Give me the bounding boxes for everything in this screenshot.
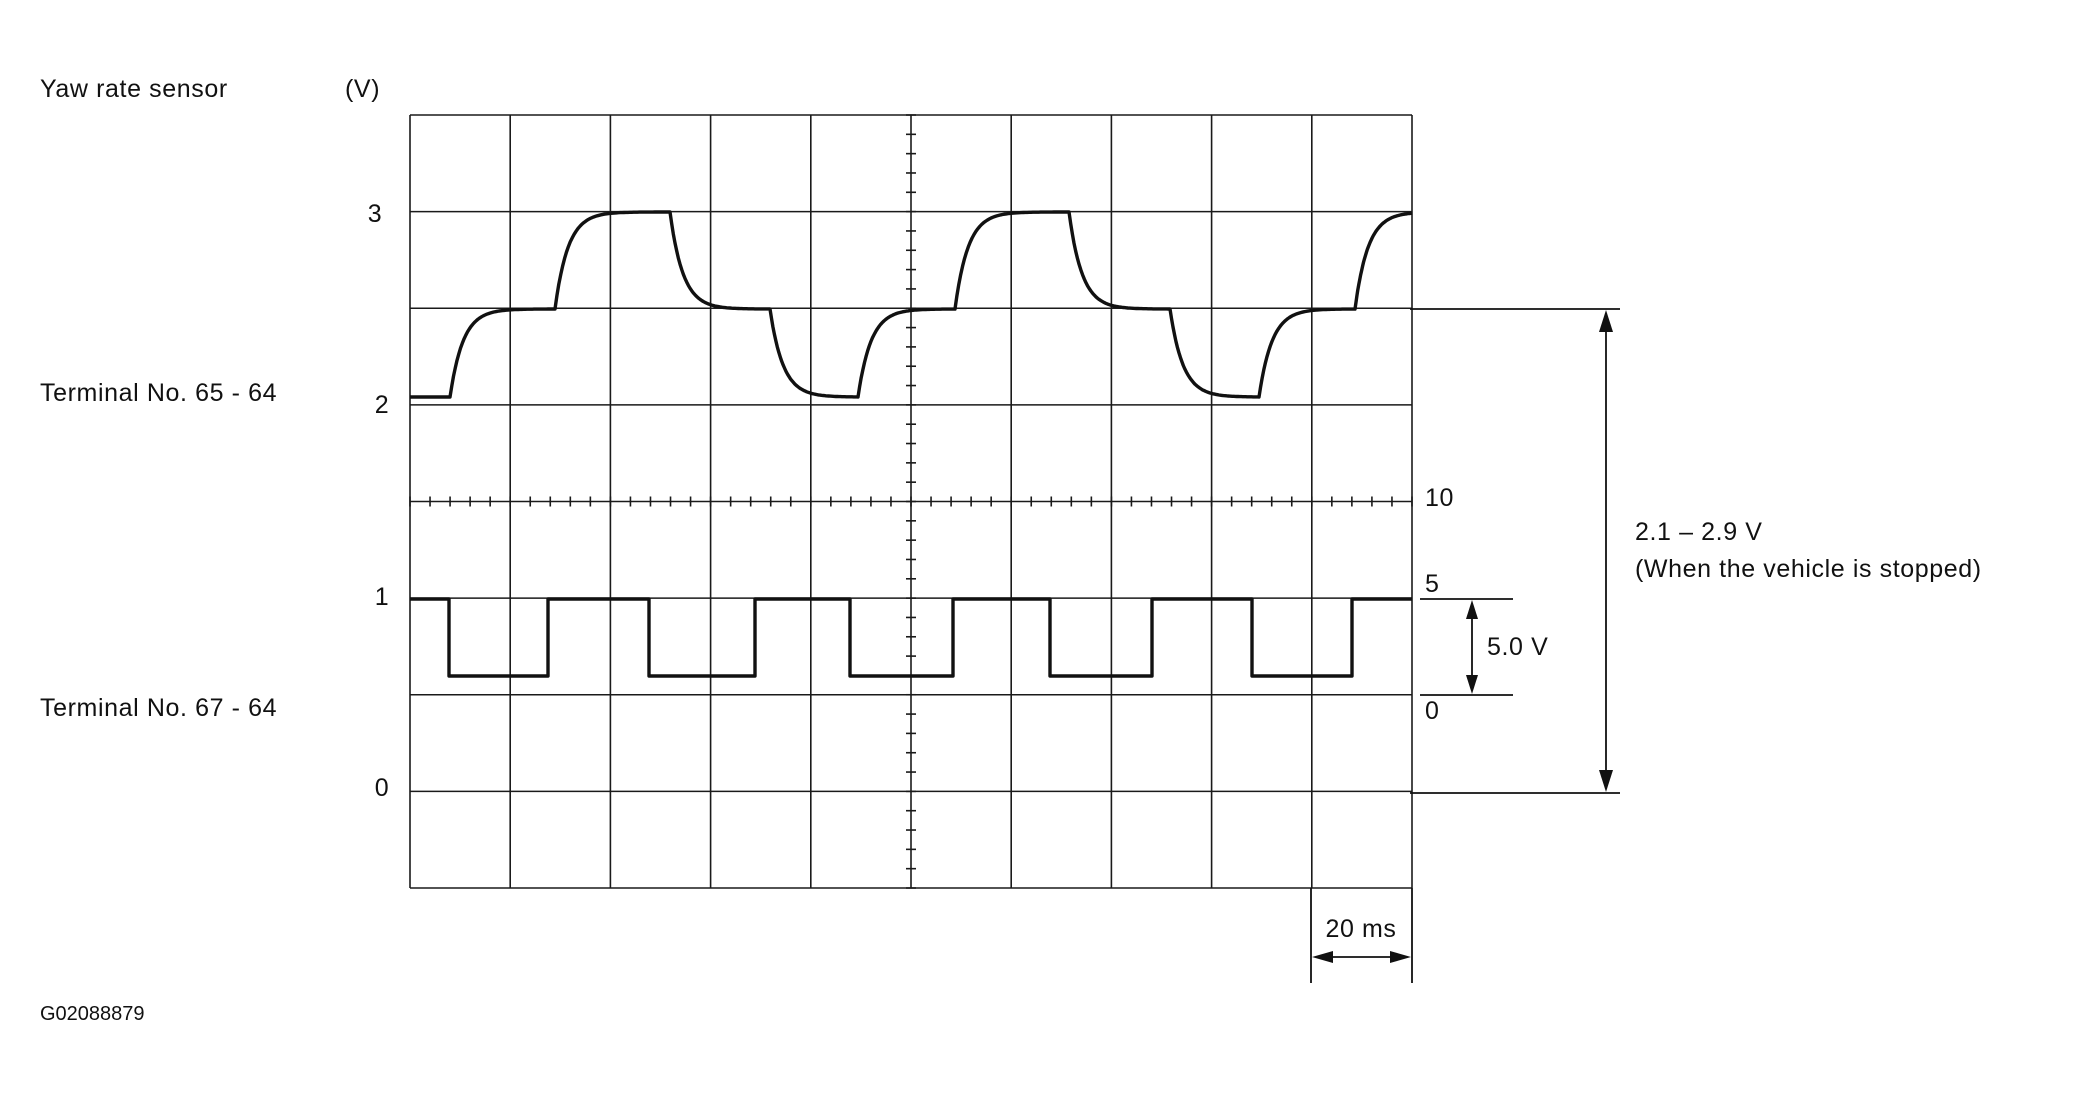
right-tick-10: 10 [1425, 484, 1454, 512]
arrow-up-icon [1466, 600, 1478, 619]
left-tick-3: 3 [368, 200, 383, 228]
range-note-label: (When the vehicle is stopped) [1635, 555, 1982, 583]
arrow-right-icon [1390, 951, 1411, 963]
left-tick-0: 0 [375, 774, 390, 802]
arrow-up-icon [1599, 310, 1613, 332]
range-dimension [1410, 308, 1620, 794]
figure-title: Yaw rate sensor [40, 75, 228, 103]
figure-id: G02088879 [40, 1003, 145, 1025]
scope-grid [409, 114, 1413, 889]
arrow-down-icon [1466, 675, 1478, 694]
amplitude-label: 5.0 V [1487, 633, 1548, 661]
left-tick-2: 2 [375, 391, 390, 419]
time-division-dimension [1310, 888, 1413, 983]
reference-square-waveform [410, 597, 1412, 678]
arrow-down-icon [1599, 770, 1613, 792]
amplitude-dimension [1420, 598, 1513, 696]
unit-label: (V) [345, 75, 380, 103]
right-tick-5: 5 [1425, 570, 1440, 598]
left-tick-1: 1 [375, 583, 390, 611]
time-division-label: 20 ms [1325, 915, 1396, 943]
channel-label-65-64: Terminal No. 65 - 64 [40, 379, 277, 407]
range-value-label: 2.1 – 2.9 V [1635, 518, 1763, 546]
right-tick-0: 0 [1425, 697, 1440, 725]
channel-label-67-64: Terminal No. 67 - 64 [40, 694, 277, 722]
arrow-left-icon [1312, 951, 1333, 963]
yaw-rate-waveform [410, 210, 1413, 399]
